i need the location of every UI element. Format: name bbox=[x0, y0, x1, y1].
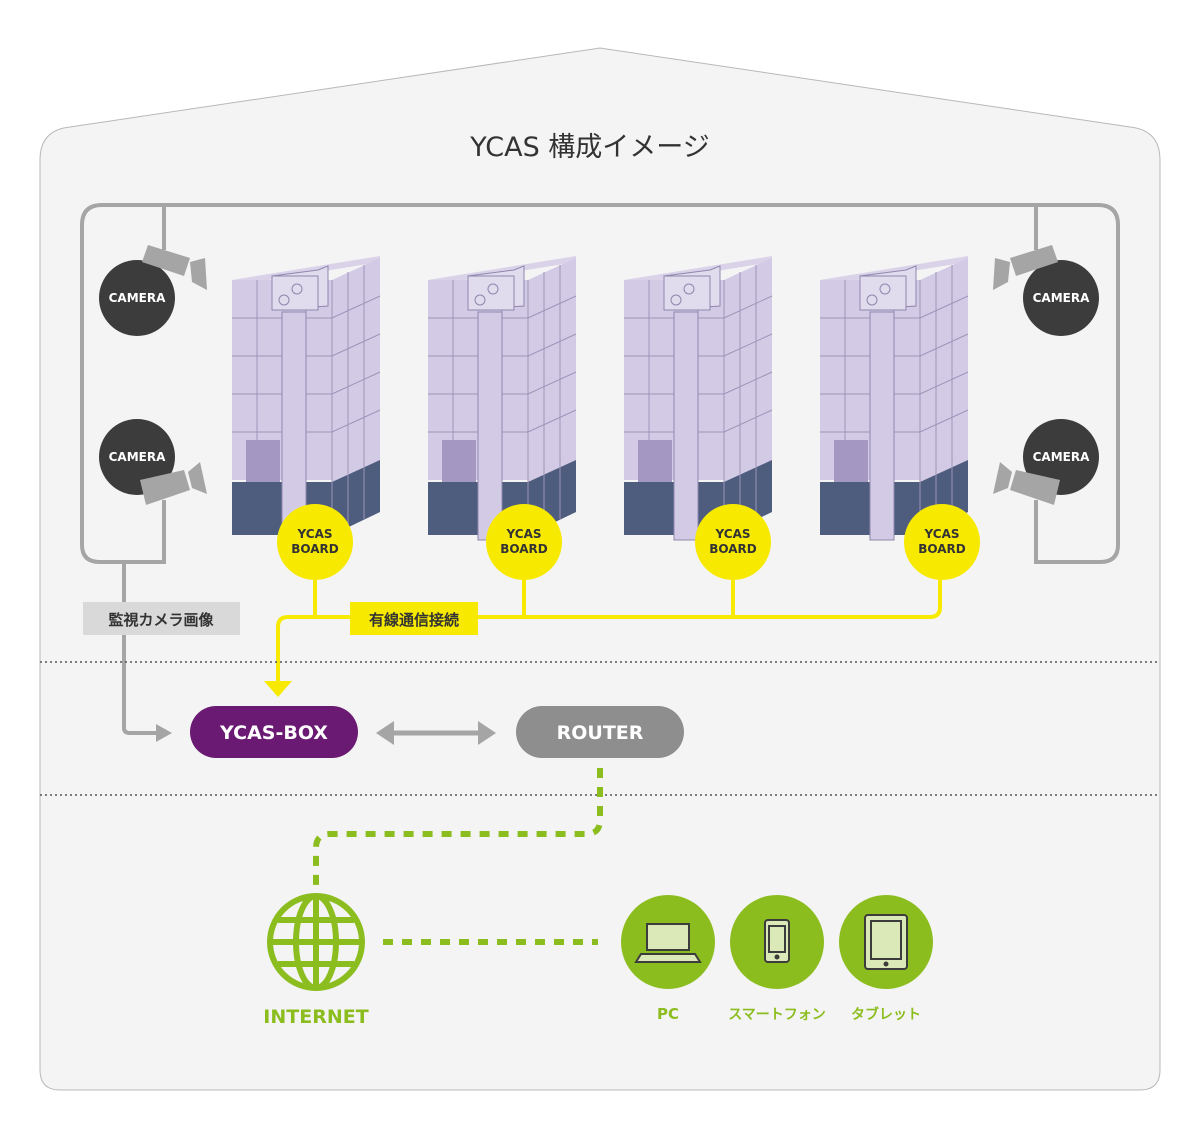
camera-feed-label: 監視カメラ画像 bbox=[108, 611, 214, 629]
ycas-board-1: YCAS BOARD bbox=[277, 504, 353, 580]
svg-text:YCAS: YCAS bbox=[715, 527, 751, 541]
device-pc: PC bbox=[621, 895, 715, 1023]
svg-text:BOARD: BOARD bbox=[291, 542, 339, 556]
camera-bottom-right: CAMERA bbox=[993, 419, 1099, 505]
elevator-unit-3 bbox=[623, 255, 773, 541]
ycas-box: YCAS-BOX bbox=[190, 706, 358, 758]
device-smartphone: スマートフォン bbox=[728, 895, 826, 1023]
device-tablet: タブレット bbox=[839, 895, 933, 1023]
wired-connection-line bbox=[276, 560, 942, 682]
device-label: スマートフォン bbox=[728, 1007, 826, 1023]
router-internet-link bbox=[313, 768, 603, 888]
device-label: タブレット bbox=[851, 1006, 921, 1023]
internet-globe-icon bbox=[267, 893, 365, 991]
elevator-unit-4 bbox=[819, 255, 969, 541]
svg-text:BOARD: BOARD bbox=[500, 542, 548, 556]
camera-feed-arrowhead bbox=[156, 724, 172, 742]
svg-text:YCAS: YCAS bbox=[924, 527, 960, 541]
tablet-icon bbox=[864, 914, 908, 970]
camera-label: CAMERA bbox=[1033, 450, 1090, 464]
camera-label: CAMERA bbox=[109, 450, 166, 464]
camera-icon bbox=[1010, 470, 1060, 505]
camera-icon bbox=[1010, 245, 1058, 276]
router: ROUTER bbox=[516, 706, 684, 758]
camera-bottom-left: CAMERA bbox=[99, 419, 207, 505]
svg-text:BOARD: BOARD bbox=[709, 542, 757, 556]
svg-text:YCAS: YCAS bbox=[506, 527, 542, 541]
camera-top-left: CAMERA bbox=[99, 245, 207, 336]
elevator-unit-1 bbox=[231, 255, 381, 541]
camera-icon bbox=[140, 470, 190, 505]
diagram-title: YCAS 構成イメージ bbox=[469, 132, 710, 163]
camera-feed-label-bg bbox=[83, 602, 240, 635]
camera-wiring-left bbox=[80, 203, 166, 564]
router-label: ROUTER bbox=[557, 722, 644, 744]
elevator-unit-2 bbox=[427, 255, 577, 541]
internet-label: INTERNET bbox=[263, 1006, 368, 1028]
ycas-board-2: YCAS BOARD bbox=[486, 504, 562, 580]
smartphone-icon bbox=[764, 919, 790, 963]
ycas-board-3: YCAS BOARD bbox=[695, 504, 771, 580]
wired-connection-arrowhead bbox=[264, 681, 292, 697]
ycas-box-label: YCAS-BOX bbox=[219, 722, 328, 744]
svg-text:YCAS: YCAS bbox=[297, 527, 333, 541]
box-router-link bbox=[376, 721, 496, 745]
camera-feed-line bbox=[122, 562, 158, 735]
ycas-board-4: YCAS BOARD bbox=[904, 504, 980, 580]
svg-text:BOARD: BOARD bbox=[918, 542, 966, 556]
wired-connection-label: 有線通信接続 bbox=[369, 611, 459, 629]
camera-label: CAMERA bbox=[109, 291, 166, 305]
wired-connection-label-bg bbox=[350, 602, 478, 635]
device-label: PC bbox=[657, 1005, 679, 1023]
camera-icon bbox=[142, 245, 190, 276]
camera-wiring-right bbox=[1034, 203, 1120, 564]
camera-top-right: CAMERA bbox=[993, 245, 1099, 336]
laptop-icon bbox=[634, 923, 702, 963]
camera-label: CAMERA bbox=[1033, 291, 1090, 305]
